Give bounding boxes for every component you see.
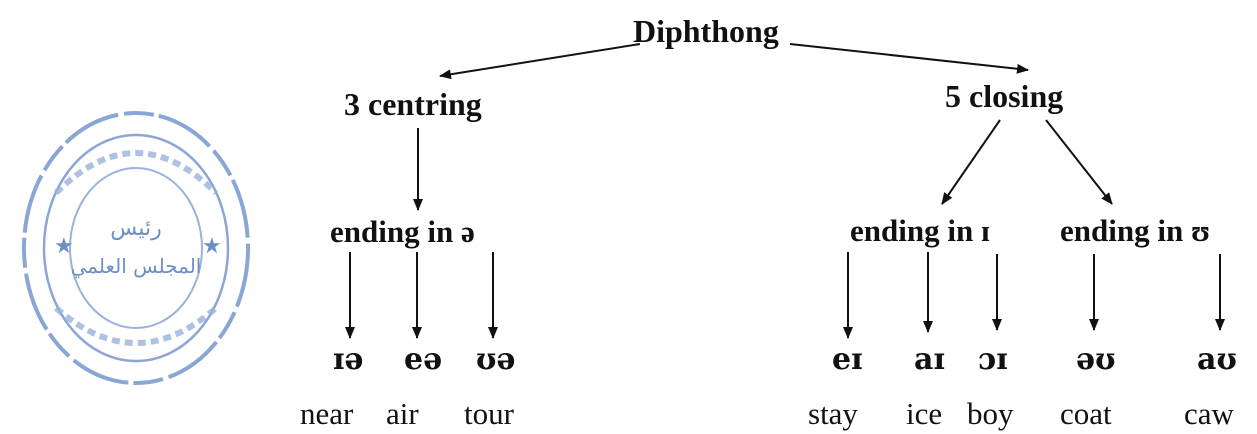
group-ending-i: ending in ɪ [850,213,990,248]
arrow-closing-ending-u [1045,119,1113,205]
stamp-line-2: المجلس العلمي [71,254,202,279]
ipa-symbol: eə [404,342,443,377]
ipa-symbol: ɔɪ [978,342,1008,377]
example-word: tour [464,396,514,431]
official-seal: ★ ★ رئيس المجلس العلمي [16,103,256,393]
group-ending-u: ending in ʊ [1060,213,1211,248]
root-node: Diphthong [633,13,779,49]
ipa-symbol: aʊ [1197,342,1237,377]
ipa-symbol: ʊə [476,342,516,377]
svg-text:★: ★ [202,234,222,259]
svg-text:★: ★ [54,234,74,259]
ipa-symbol: aɪ [914,342,945,377]
ipa-symbol: əʊ [1076,342,1116,377]
example-word: stay [808,396,858,431]
group-ending-schwa: ending in ə [330,214,475,249]
ipa-symbol: eɪ [832,342,863,377]
example-word: ice [906,396,943,431]
stamp-line-1: رئيس [110,216,161,241]
arrow-root-closing [789,43,1029,74]
ipa-symbol: ɪə [333,342,364,377]
arrow-closing-ending-i [941,119,1001,205]
example-word: boy [967,396,1014,431]
example-word: air [386,396,419,431]
example-word: near [300,396,354,431]
closing-node: 5 closing [945,78,1064,114]
example-word: caw [1184,396,1234,431]
example-word: coat [1060,396,1112,431]
centring-node: 3 centring [344,86,482,122]
arrow-root-centring [439,43,641,80]
